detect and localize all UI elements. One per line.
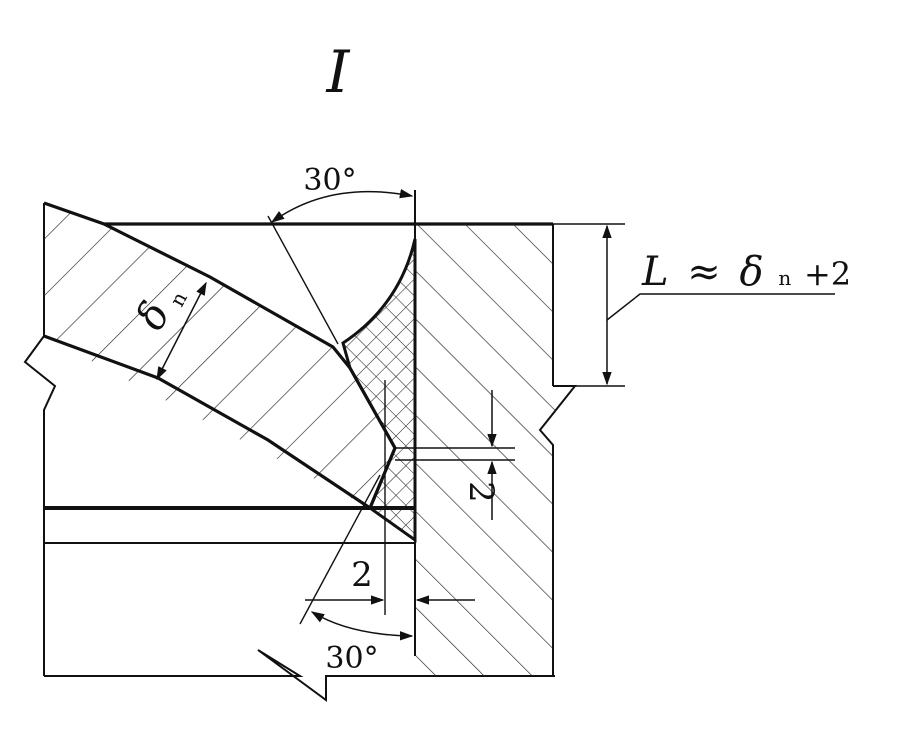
- length-formula: L ≈ δ n +2: [641, 249, 851, 295]
- reference-lines: [267, 215, 625, 625]
- length-leader: [606, 293, 835, 321]
- bottom-angle-label: 30°: [325, 641, 378, 676]
- top-angle-arc: [270, 189, 414, 223]
- root-gap-label: 2: [351, 555, 373, 595]
- detail-label: I: [326, 38, 351, 106]
- bottom-angle-arc: [310, 611, 414, 641]
- weld-bead: [341, 238, 417, 543]
- shell-plate: [415, 224, 575, 676]
- top-angle-label: 30°: [303, 163, 356, 198]
- nozzle-wall: [44, 203, 395, 508]
- base-plate: [23, 203, 555, 702]
- thickness-dimension-line: [156, 281, 207, 381]
- offset-label: 2: [461, 481, 501, 503]
